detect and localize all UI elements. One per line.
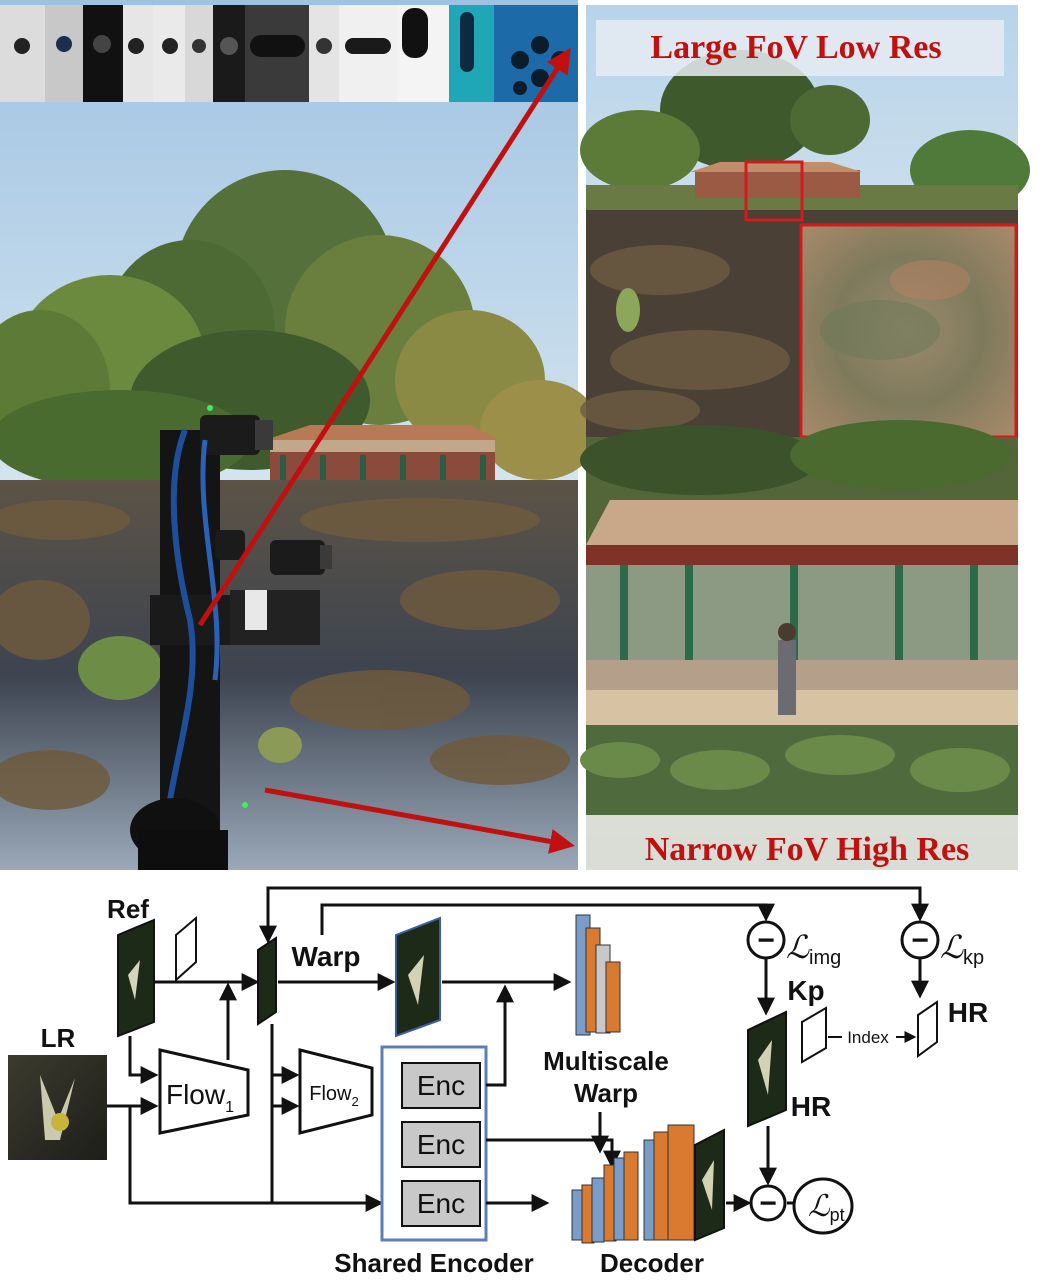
flow2-label: Flow2 [309,1083,358,1109]
decoder-features [571,1124,695,1244]
flow1-label: Flow1 [166,1079,234,1116]
index-label: Index [847,1028,889,1047]
multiscale-warp-features [575,914,621,1036]
warped-ref-small [257,936,277,1026]
hr-label-mid: HR [791,1091,831,1122]
lr-image [8,1055,107,1160]
phone-camera-strip [0,5,578,102]
pavilion [265,425,500,485]
loss-kp: ℒkp [940,929,984,969]
lr-label: LR [41,1023,76,1053]
loss-pt-circle [792,1177,854,1235]
hr-kp-frame [917,1000,938,1058]
feedback-line-outer [259,886,929,944]
right-bottom-photo [580,420,1018,870]
kp-label: Kp [787,975,824,1006]
lotus-leaves [0,498,570,810]
enc-label-3: Enc [417,1188,465,1219]
enc-label-1: Enc [417,1070,465,1101]
ref-kp-frame [175,915,197,983]
enc-block-1[interactable] [401,1062,481,1109]
minus-node-pt [749,1184,787,1222]
svg-text:−: − [759,1187,777,1220]
pipeline-diagram: Ref LR Flow1 Warp Flow2 [8,886,988,1278]
kp-frame [801,1006,827,1064]
svg-text:−: − [911,924,929,957]
arrow-to-wide-camera [197,47,571,627]
enc-block-2[interactable] [401,1121,481,1168]
flow2-block[interactable] [298,1048,374,1135]
enc-block-3[interactable] [401,1180,481,1227]
green-lotus-leaf [258,727,302,763]
loss-pt: ℒpt [808,1190,845,1225]
hr-label-right: HR [948,997,988,1028]
camera-rig [130,405,332,870]
multiscale-warp-label-2: Warp [574,1078,638,1108]
green-lotus-leaf [78,636,162,700]
decoder-label: Decoder [600,1248,704,1278]
flow1-block[interactable] [158,1048,250,1135]
ref-label: Ref [107,894,149,924]
arrow-to-tele-camera [264,787,575,854]
loss-img: ℒimg [786,929,841,969]
narrow-fov-high-res-label: Narrow FoV High Res [645,831,970,868]
multiscale-warp-label-1: Multiscale [543,1046,669,1076]
tree-canopy [0,170,600,490]
left-photo [0,0,600,870]
large-fov-low-res-label: Large FoV Low Res [650,29,941,66]
right-top-photo [580,5,1030,439]
feedback-line-inner [320,903,775,935]
enc-label-2: Enc [417,1129,465,1160]
shared-encoder-label: Shared Encoder [334,1248,533,1278]
zoom-region-box [744,160,804,222]
svg-text:−: − [757,924,775,957]
warp-label: Warp [292,941,361,972]
